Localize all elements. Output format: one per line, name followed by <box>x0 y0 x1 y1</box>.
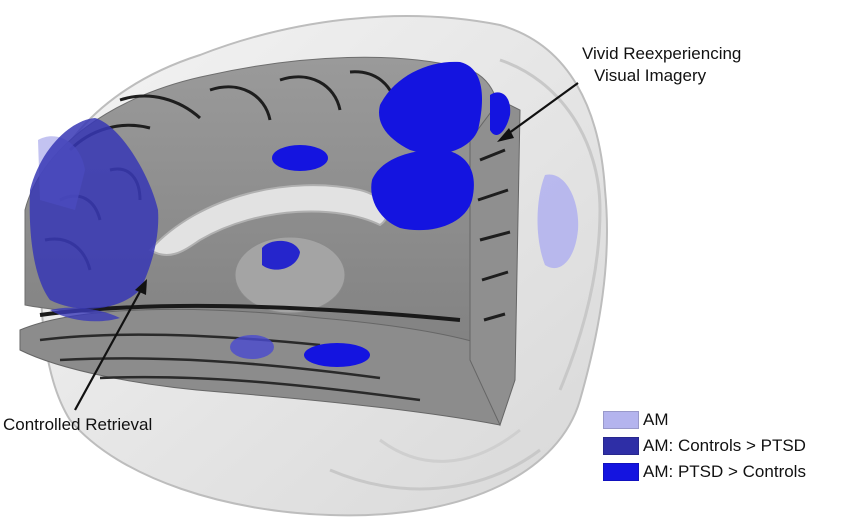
legend-label-controls-gt-ptsd: AM: Controls > PTSD <box>643 436 806 455</box>
legend-label-ptsd-gt-controls: AM: PTSD > Controls <box>643 462 806 481</box>
legend-item-am: AM <box>603 408 806 432</box>
coronal-slice <box>469 99 521 427</box>
annotation-label-controlled-retrieval: Controlled Retrieval <box>3 415 153 434</box>
legend-swatch-am <box>603 411 639 429</box>
activation-ptsd-gt-controls <box>262 61 511 367</box>
legend: AM AM: Controls > PTSD AM: PTSD > Contro… <box>603 408 806 486</box>
legend-label-am: AM <box>643 410 669 429</box>
legend-item-controls-gt-ptsd: AM: Controls > PTSD <box>603 434 806 458</box>
annotation-arrow-top-right <box>497 82 579 142</box>
activation-controls-gt-ptsd <box>29 118 274 359</box>
axial-slice <box>19 308 501 426</box>
legend-item-ptsd-gt-controls: AM: PTSD > Controls <box>603 460 806 484</box>
annotation-arrow-bottom-left <box>74 279 147 411</box>
annotation-label-visual-imagery: Visual Imagery <box>594 66 707 85</box>
annotation-label-vivid-reexperiencing: Vivid Reexperiencing <box>582 44 742 63</box>
legend-swatch-ptsd-gt-controls <box>603 463 639 481</box>
legend-swatch-controls-gt-ptsd <box>603 437 639 455</box>
